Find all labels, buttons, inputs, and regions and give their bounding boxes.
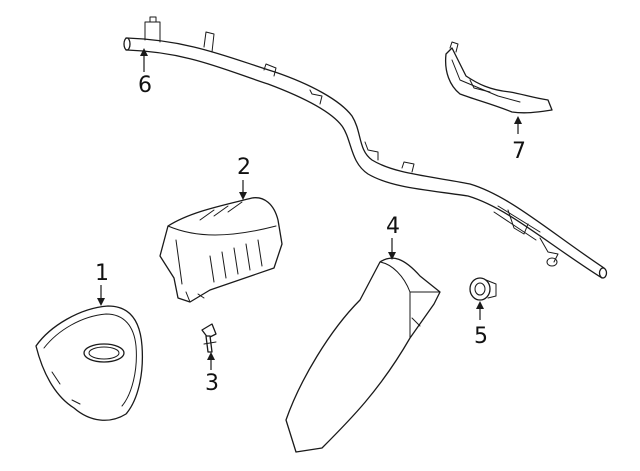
callout-4: 4 bbox=[386, 214, 400, 260]
callout-3: 3 bbox=[205, 352, 219, 396]
callout-number: 3 bbox=[205, 371, 219, 396]
callout-1: 1 bbox=[95, 261, 109, 306]
passenger-airbag-part bbox=[159, 197, 283, 303]
bracket-part bbox=[444, 41, 553, 114]
callout-number: 6 bbox=[138, 73, 152, 98]
callout-number: 1 bbox=[95, 261, 109, 286]
callout-number: 7 bbox=[512, 139, 526, 164]
callout-5: 5 bbox=[474, 301, 488, 349]
callout-7: 7 bbox=[512, 116, 526, 164]
clip-bolt-part bbox=[201, 323, 217, 353]
callout-2: 2 bbox=[237, 155, 251, 200]
callout-number: 5 bbox=[474, 324, 488, 349]
knee-airbag-part bbox=[285, 257, 441, 453]
callout-6: 6 bbox=[138, 48, 152, 98]
nut-part bbox=[469, 277, 497, 301]
curtain-airbag-part bbox=[123, 16, 608, 279]
steering-wheel-airbag-part bbox=[35, 305, 144, 421]
callout-number: 4 bbox=[386, 214, 400, 239]
callout-number: 2 bbox=[237, 155, 251, 180]
